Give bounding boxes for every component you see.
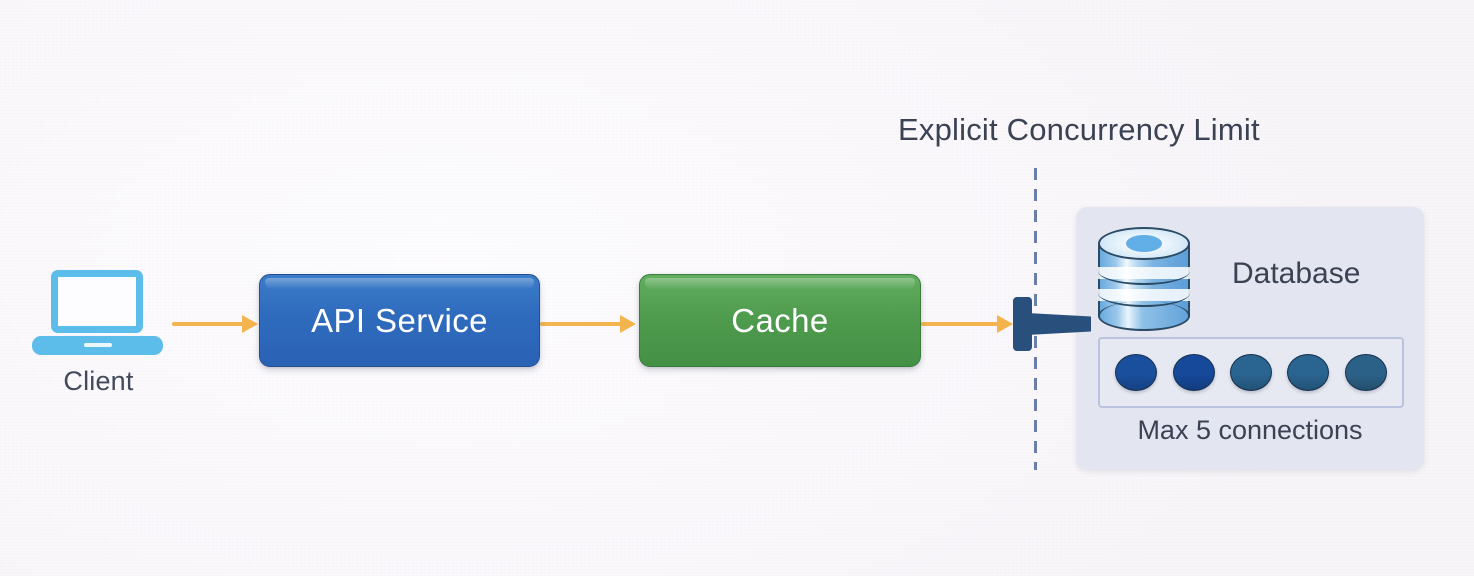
db-seam-part xyxy=(1098,279,1190,307)
connection-dot[interactable] xyxy=(1229,354,1272,391)
node-cache-label: Cache xyxy=(731,301,829,339)
arrow-head xyxy=(997,315,1013,333)
arrow-api-to-cache xyxy=(540,312,640,336)
connection-pool-box xyxy=(1098,337,1404,408)
gate-arm-part xyxy=(1027,313,1091,335)
database-connection-caption: Max 5 connections xyxy=(1137,415,1363,445)
database-cylinder-icon xyxy=(1094,227,1194,331)
node-cache[interactable]: Cache xyxy=(639,274,921,367)
node-client[interactable]: Client xyxy=(32,268,172,397)
arrow-head xyxy=(620,315,636,333)
arrow-shaft xyxy=(921,322,999,326)
node-client-label: Client xyxy=(63,366,134,396)
connection-dot[interactable] xyxy=(1115,354,1158,391)
arrow-shaft xyxy=(540,322,622,326)
arrow-head xyxy=(242,315,258,333)
db-top-hole-part xyxy=(1126,235,1162,252)
arrow-cache-to-database xyxy=(921,312,1017,336)
node-api-service[interactable]: API Service xyxy=(259,274,540,367)
connection-dot[interactable] xyxy=(1287,354,1330,391)
connection-dot[interactable] xyxy=(1172,354,1215,391)
arrow-client-to-api xyxy=(172,312,260,336)
node-database-label: Database xyxy=(1232,257,1361,290)
laptop-icon xyxy=(32,268,172,360)
node-database-panel[interactable]: Database Max 5 connections xyxy=(1076,207,1424,470)
gate-post-part xyxy=(1013,297,1032,351)
database-header: Database xyxy=(1094,221,1404,331)
laptop-screen-icon-part xyxy=(51,270,143,333)
concurrency-limit-title: Explicit Concurrency Limit xyxy=(898,112,1260,147)
node-api-service-label: API Service xyxy=(311,301,488,339)
laptop-notch-icon-part xyxy=(84,343,112,347)
connection-dot[interactable] xyxy=(1344,354,1387,391)
concurrency-gate-icon xyxy=(1013,297,1091,351)
arrow-shaft xyxy=(172,322,244,326)
